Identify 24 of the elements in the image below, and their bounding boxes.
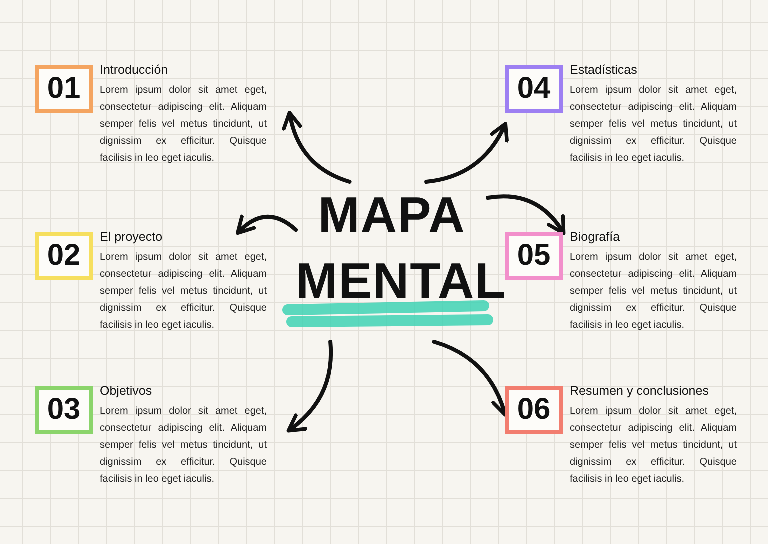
number-badge: 03 <box>35 386 93 434</box>
section-text: Lorem ipsum dolor sit amet eget, consectetur adipiscing elit. Aliquam semper felis vel metus tincidunt, ut dignissim ex efficitur. Quisque facilisis in leo eget iaculis. <box>100 84 267 166</box>
number-badge: 01 <box>35 65 93 113</box>
title-text: MAPA MENTAL <box>296 187 507 309</box>
number-badge: 02 <box>35 232 93 280</box>
section-heading: Estadísticas <box>570 63 638 77</box>
section-text: Lorem ipsum dolor sit amet eget, consectetur adipiscing elit. Aliquam semper felis vel metus tincidunt, ut dignissim ex efficitur. Quisque facilisis in leo eget iaculis. <box>100 251 267 333</box>
number-badge: 06 <box>505 386 563 434</box>
section-heading: Introducción <box>100 63 168 77</box>
section-heading: Objetivos <box>100 384 152 398</box>
curved-arrow <box>286 340 334 433</box>
section-text: Lorem ipsum dolor sit amet eget, consectetur adipiscing elit. Aliquam semper felis vel metus tincidunt, ut dignissim ex efficitur. Quisque facilisis in leo eget iaculis. <box>570 84 737 166</box>
section-text: Lorem ipsum dolor sit amet eget, consectetur adipiscing elit. Aliquam semper felis vel metus tincidunt, ut dignissim ex efficitur. Quisque facilisis in leo eget iaculis. <box>570 251 737 333</box>
curved-arrow <box>424 122 508 184</box>
section-heading: Biografía <box>570 230 620 244</box>
number-badge: 04 <box>505 65 563 113</box>
section-heading: Resumen y conclusiones <box>570 384 709 398</box>
number-badge: 05 <box>505 232 563 280</box>
curved-arrow <box>486 194 566 236</box>
curved-arrow <box>282 111 352 184</box>
section-heading: El proyecto <box>100 230 163 244</box>
curved-arrow <box>236 214 298 235</box>
section-text: Lorem ipsum dolor sit amet eget, consectetur adipiscing elit. Aliquam semper felis vel metus tincidunt, ut dignissim ex efficitur. Quisque facilisis in leo eget iaculis. <box>100 405 267 487</box>
section-text: Lorem ipsum dolor sit amet eget, consectetur adipiscing elit. Aliquam semper felis vel metus tincidunt, ut dignissim ex efficitur. Quisque facilisis in leo eget iaculis. <box>570 405 737 487</box>
